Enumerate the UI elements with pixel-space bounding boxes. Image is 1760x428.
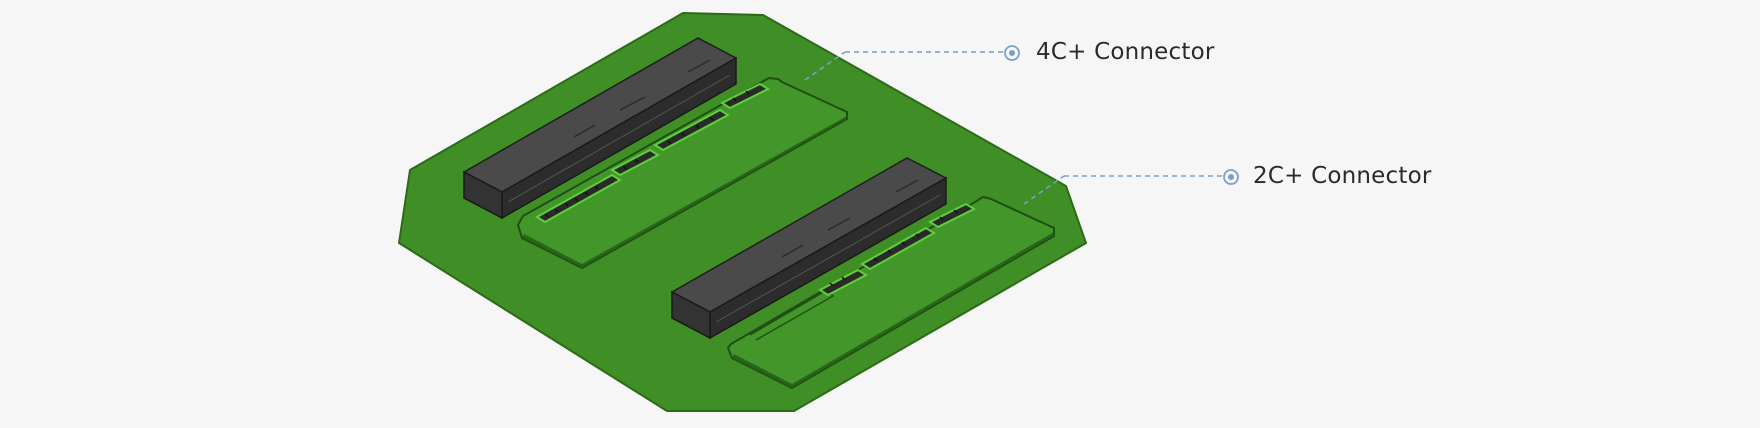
slot-rows-2c — [817, 202, 977, 297]
callout-4c-leader — [804, 51, 1005, 81]
connector-4c — [462, 37, 848, 270]
callout-2c-leader — [1023, 175, 1223, 205]
connector-2c — [670, 157, 1055, 390]
callout-target-icon — [1223, 169, 1239, 185]
callout-target-icon — [1004, 45, 1020, 61]
callout-label-4c-connector: 4C+ Connector — [1036, 39, 1215, 65]
card-outline-4c — [516, 76, 848, 270]
callout-label-2c-connector: 2C+ Connector — [1253, 163, 1432, 189]
slot-rows-4c — [535, 82, 771, 224]
